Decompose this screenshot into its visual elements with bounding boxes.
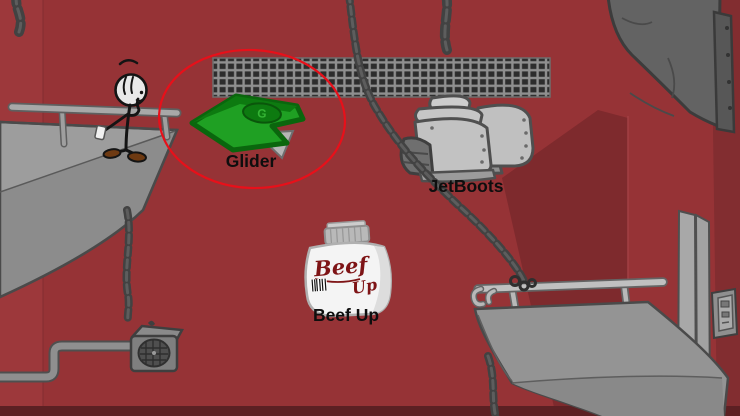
glider-top-fin bbox=[192, 96, 297, 123]
chain-top-left bbox=[11, 0, 26, 37]
jar-shade bbox=[372, 246, 391, 314]
chain-vertical-center bbox=[439, 0, 452, 55]
shoe-left bbox=[102, 148, 122, 159]
air-duct-elbow bbox=[607, 0, 736, 134]
glider-label: Glider bbox=[226, 151, 277, 171]
chain-diagonal bbox=[345, 0, 528, 285]
platform-seam bbox=[477, 314, 513, 382]
shoe-right bbox=[127, 151, 147, 163]
jar-text-line1: Beef bbox=[312, 251, 372, 281]
duct-flange bbox=[712, 10, 736, 134]
chain-under-left-platform bbox=[122, 206, 133, 326]
beefup-item[interactable]: Beef Up bbox=[304, 220, 392, 318]
keypad-button bbox=[721, 311, 730, 318]
left-platform bbox=[0, 120, 179, 299]
boot-sole bbox=[418, 168, 497, 183]
right-platform bbox=[473, 300, 730, 416]
platform-seam bbox=[511, 375, 723, 384]
left-platform-railing bbox=[7, 102, 182, 148]
glider-emblem bbox=[242, 102, 282, 124]
beefup-label: Beef Up bbox=[313, 305, 379, 325]
keypad-button bbox=[720, 300, 730, 308]
glider-item[interactable]: G bbox=[189, 93, 306, 160]
eyebrow bbox=[118, 59, 139, 66]
glider-emblem-letter: G bbox=[257, 106, 268, 121]
jar-barcode bbox=[310, 278, 328, 292]
eye bbox=[139, 90, 144, 95]
jetboots-label: JetBoots bbox=[429, 176, 504, 196]
held-paper bbox=[94, 124, 107, 141]
platform-seam bbox=[0, 130, 176, 193]
hair-lines bbox=[122, 76, 134, 95]
ceiling-grate bbox=[212, 57, 551, 98]
body bbox=[124, 103, 132, 152]
jetboots-item[interactable] bbox=[399, 94, 535, 183]
door-keypad bbox=[710, 287, 739, 340]
floor-strip bbox=[0, 406, 740, 416]
vent-box bbox=[129, 320, 184, 373]
vent-box-bolt bbox=[148, 320, 155, 326]
arm-right-chin bbox=[126, 97, 141, 117]
wall-pipe bbox=[0, 340, 142, 383]
chain-knot-on-railing bbox=[509, 275, 537, 292]
chain-under-right-platform bbox=[484, 352, 500, 416]
stickman-character bbox=[94, 59, 148, 163]
selection-circle bbox=[157, 48, 347, 190]
